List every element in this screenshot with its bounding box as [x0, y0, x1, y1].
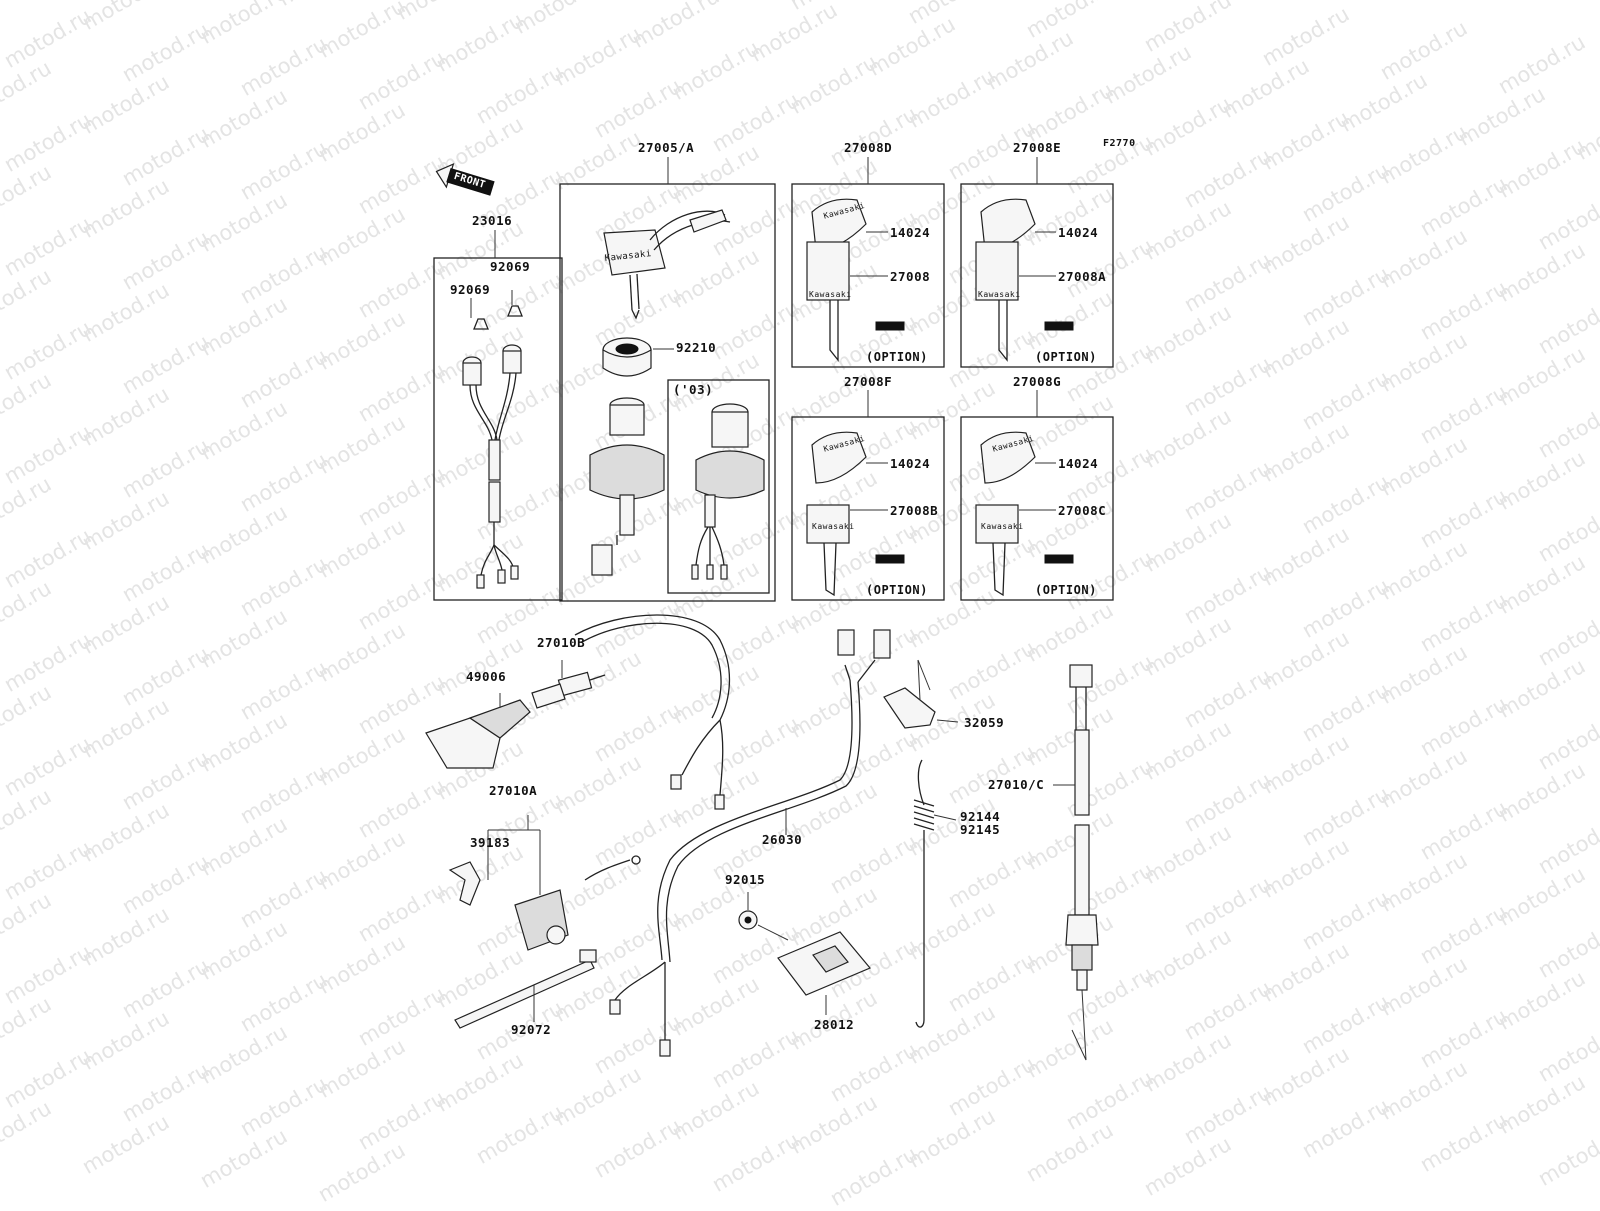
part-label-14024-d: 14024	[890, 225, 931, 240]
part-label-92144: 92144	[960, 809, 1001, 824]
part-label-27008: 27008	[890, 269, 931, 284]
part-label-14024-f: 14024	[890, 456, 931, 471]
part-label-23016: 23016	[472, 213, 513, 228]
part-label-14024-g: 14024	[1058, 456, 1099, 471]
part-label-92210: 92210	[676, 340, 717, 355]
part-label-92072: 92072	[511, 1022, 552, 1037]
part-label-27010a: 27010A	[489, 783, 538, 798]
box-23016	[433, 257, 563, 601]
key-brand-27008e-blade: Kawasaki	[978, 290, 1021, 299]
option-note-e: (OPTION)	[1035, 350, 1097, 364]
part-label-28012: 28012	[814, 1017, 855, 1032]
year-variant-label: ('03)	[673, 382, 714, 397]
part-label-27010c: 27010/C	[988, 777, 1045, 792]
option-note-f: (OPTION)	[866, 583, 928, 597]
part-label-27008b: 27008B	[890, 503, 939, 518]
ignition-switch-drawing	[589, 209, 765, 580]
key-brand-27008f-blade: Kawasaki	[812, 522, 855, 531]
part-label-92069-left: 92069	[450, 282, 491, 297]
part-label-92069-right: 92069	[490, 259, 531, 274]
part-label-27008a: 27008A	[1058, 269, 1107, 284]
option-note-g: (OPTION)	[1035, 583, 1097, 597]
part-label-26030: 26030	[762, 832, 803, 847]
front-arrow-icon	[435, 163, 495, 196]
part-label-49006: 49006	[466, 669, 507, 684]
key-brand-27008d-blade: Kawasaki	[809, 290, 852, 299]
part-label-14024-e: 14024	[1058, 225, 1099, 240]
part-label-27008c: 27008C	[1058, 503, 1107, 518]
part-label-27008e: 27008E	[1013, 140, 1062, 155]
part-label-27010b: 27010B	[537, 635, 586, 650]
key-sets-drawing	[653, 198, 1074, 597]
box-03-variant	[667, 379, 770, 594]
part-label-27005a: 27005/A	[638, 140, 695, 155]
option-note-d: (OPTION)	[866, 350, 928, 364]
figure-code: F2770	[1103, 138, 1136, 149]
part-label-27008g: 27008G	[1013, 374, 1062, 389]
harness-23016-drawing	[462, 290, 523, 589]
part-label-92145: 92145	[960, 822, 1001, 837]
part-label-27008d: 27008D	[844, 140, 893, 155]
part-label-27008f: 27008F	[844, 374, 893, 389]
part-label-39183: 39183	[470, 835, 511, 850]
part-label-32059: 32059	[964, 715, 1005, 730]
key-brand-27008g-blade: Kawasaki	[981, 522, 1024, 531]
lower-parts-drawing	[425, 614, 1099, 1061]
part-label-92015: 92015	[725, 872, 766, 887]
